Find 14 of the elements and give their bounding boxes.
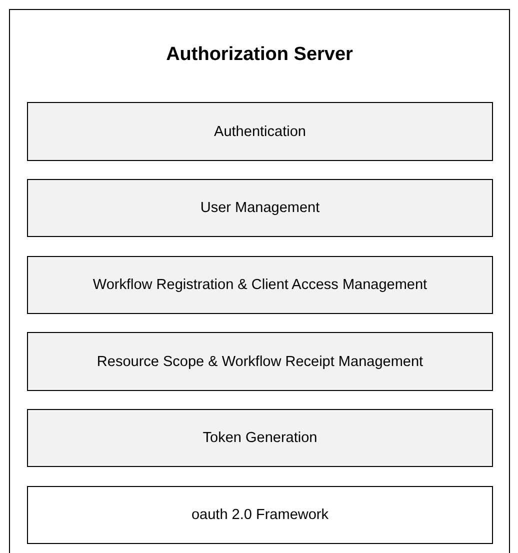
layer-label: Resource Scope & Workflow Receipt Management: [96, 354, 424, 370]
layer-label: User Management: [200, 200, 320, 216]
layer-label: Authentication: [214, 124, 306, 140]
layer-label: oauth 2.0 Framework: [191, 507, 328, 523]
server-container: [9, 9, 510, 553]
layer-box: [27, 409, 493, 467]
layer-label: Workflow Registration & Client Access Management: [92, 277, 428, 293]
layer-label: Token Generation: [202, 430, 318, 446]
layer-box: [27, 179, 493, 237]
layer-box: [27, 256, 493, 314]
layer-box: [27, 332, 493, 391]
layer-box: [27, 102, 493, 161]
layer-box: [27, 486, 493, 544]
container-title: Authorization Server: [165, 44, 354, 66]
